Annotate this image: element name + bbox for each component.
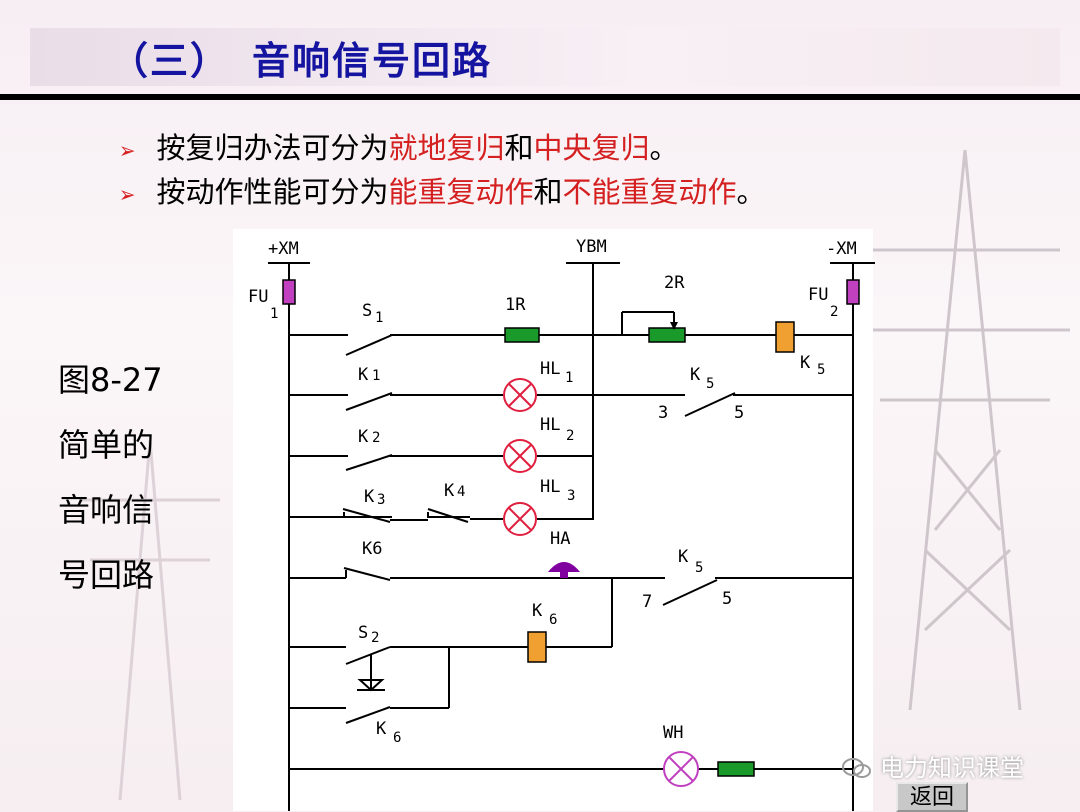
label-k1: K [358,365,369,385]
label-k6-coil-sub: 6 [549,612,557,628]
fuse-fu2 [846,279,860,305]
title-band [30,28,1060,86]
bullet-list: ➢按复归办法可分为就地复归和中央复归。 ➢按动作性能可分为能重复动作和不能重复动… [118,126,766,214]
label-s2: S [358,623,368,643]
bullet-text: 按复归办法可分为 [156,131,389,165]
arrow-bullet-icon: ➢ [118,139,136,164]
bullet-text: 和 [533,175,563,209]
figure-caption: 图8-27 简单的 音响信 号回路 [58,355,163,615]
label-hl1-sub: 1 [565,370,573,386]
back-button[interactable]: 返回 [896,782,968,812]
label-k6b: K [376,719,387,739]
label-k5a: K [690,365,701,385]
relay-coil-k5 [775,321,795,353]
label-s2-sub: 2 [371,630,379,646]
power-tower-left-icon [80,440,220,800]
bullet-highlight: 就地复归 [388,131,505,165]
label-k1-sub: 1 [372,368,380,384]
horn-ha-icon [548,562,580,578]
resistor-1r [504,327,540,343]
figure-caption-line: 图8-27 [58,361,163,399]
bullet-item: ➢ 按动作性能可分为能重复动作和不能重复动作。 [118,170,766,214]
label-k4: K [444,481,455,501]
bullet-highlight: 不能重复动作 [562,175,737,209]
label-k2: K [358,427,369,447]
label-s1-sub: 1 [375,310,383,326]
bullet-item: ➢ 按复归办法可分为就地复归和中央复归。 [118,126,766,170]
label-fu2-sub: 2 [830,304,838,320]
watermark-text: 电力知识课堂 [880,754,1024,782]
slide-title: （三） 音响信号回路 [110,30,492,85]
wh-coil [717,761,755,777]
label-1r: 1R [505,295,526,315]
label-k4-sub: 4 [457,484,465,500]
label-ha: HA [550,529,570,549]
wechat-icon [842,758,871,778]
label-k5b: K [678,547,689,567]
bullet-text: 和 [504,131,534,165]
label-k6b-sub: 6 [393,730,401,746]
label-k5a-pin-right: 5 [734,403,744,423]
label-hl3-sub: 3 [567,488,575,504]
title-divider [0,94,1080,100]
bullet-highlight: 能重复动作 [388,175,534,209]
lamp-hl1-icon [503,378,537,412]
bullet-highlight: 中央复归 [533,131,650,165]
bullet-text: 。 [736,175,766,209]
lamp-hl3-icon [503,502,537,536]
label-k2-sub: 2 [372,430,380,446]
label-hl1: HL [540,359,560,379]
label-k5b-sub: 5 [695,560,703,576]
figure-caption-line: 音响信 [58,491,155,529]
label-k5b-pin-right: 5 [722,589,732,609]
bus-label-plus-xm: +XM [268,239,299,259]
label-k6-coil: K [532,601,543,621]
label-k5-coil-sub: 5 [817,362,825,378]
label-k5b-pin-left: 7 [642,592,652,612]
label-k5a-sub: 5 [706,376,714,392]
bus-label-ybm: YBM [576,237,607,257]
resistor-2r [648,327,686,343]
label-fu1: FU [248,287,268,307]
fuse-fu1 [282,279,296,305]
lamp-wh-icon [663,751,699,787]
figure-caption-line: 号回路 [58,556,155,594]
bullet-text: 按动作性能可分为 [156,175,389,209]
label-k3-sub: 3 [377,492,385,508]
label-k6: K6 [362,539,382,559]
bullet-text: 。 [649,131,679,165]
power-tower-right-icon [860,150,1070,710]
title-text: 音响信号回路 [252,39,493,83]
relay-coil-k6 [527,631,547,663]
figure-caption-line: 简单的 [58,426,155,464]
label-hl2-sub: 2 [566,428,574,444]
label-s1: S [362,301,372,321]
watermark: 电力知识课堂 [842,748,1024,783]
label-fu2: FU [808,285,828,305]
label-k3: K [364,487,375,507]
lamp-hl2-icon [503,439,537,473]
label-hl3: HL [540,477,560,497]
bus-label-minus-xm: -XM [826,239,857,259]
label-k5-coil: K [800,353,811,373]
label-hl2: HL [540,415,560,435]
label-2r: 2R [664,273,685,293]
arrow-bullet-icon: ➢ [118,183,136,208]
title-number: （三） [110,39,231,83]
label-wh: WH [663,723,683,743]
label-k5a-pin-left: 3 [658,403,668,423]
label-fu1-sub: 1 [270,306,278,322]
